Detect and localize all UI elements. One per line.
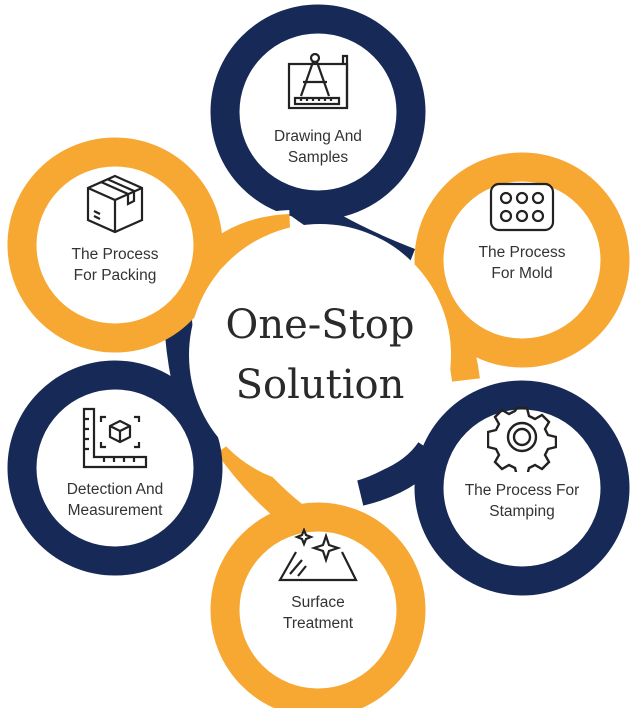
step-label: Drawing And Samples [274, 128, 362, 166]
step-label: The Process For Mold [478, 244, 566, 282]
step-detection-and-measurement: Detection And Measurement [25, 405, 205, 521]
step-label: The Process For Stamping [464, 482, 580, 520]
step-drawing-and-samples: Drawing And Samples [228, 48, 408, 168]
ruler-cube-icon [82, 407, 148, 469]
step-ring [7, 137, 223, 353]
step-process-for-mold: The Process For Mold [432, 180, 612, 284]
step-ring [414, 152, 630, 368]
step-label: The Process For Packing [71, 246, 159, 284]
center-title: One-Stop Solution [190, 295, 450, 415]
step-process-for-stamping: The Process For Stamping [432, 402, 612, 522]
step-ring [414, 380, 630, 596]
gear-icon [487, 406, 557, 472]
step-label: Detection And Measurement [66, 481, 164, 519]
drafting-compass-icon [287, 52, 349, 110]
sparkle-surface-icon [278, 528, 358, 582]
step-surface-treatment: Surface Treatment [228, 528, 408, 634]
center-title-line2: Solution [235, 362, 405, 408]
package-box-icon [86, 174, 144, 234]
step-label: Surface Treatment [282, 594, 354, 632]
step-ring [210, 4, 426, 220]
step-process-for-packing: The Process For Packing [25, 172, 205, 286]
center-circle [189, 224, 451, 486]
mold-grid-icon [489, 182, 555, 232]
step-ring [210, 502, 426, 708]
center-title-line1: One-Stop [225, 302, 415, 348]
